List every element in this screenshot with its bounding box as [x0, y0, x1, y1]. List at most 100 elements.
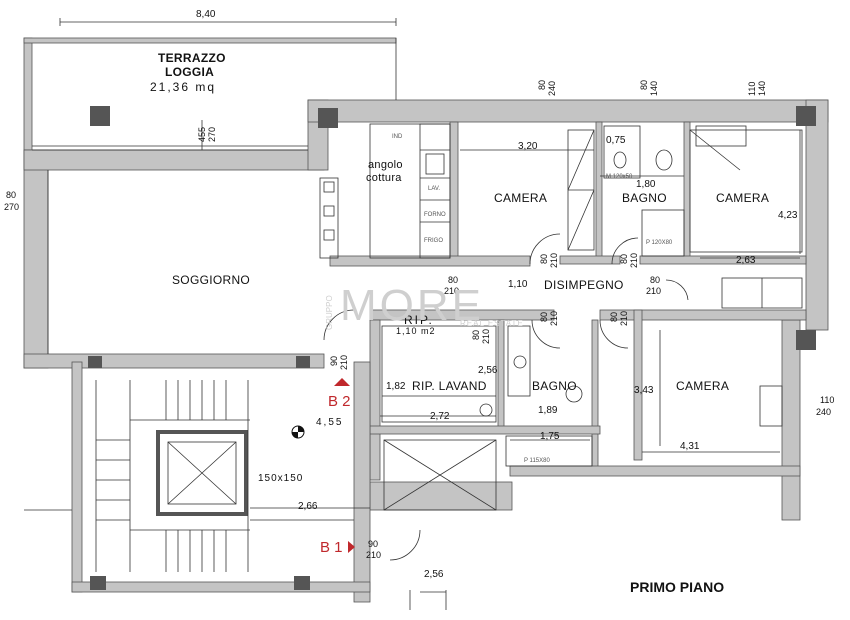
- window-1-w: 80: [537, 79, 547, 90]
- door-g-w: 80: [471, 329, 481, 340]
- dim-320: 3,20: [518, 141, 538, 152]
- door-h-w: 90: [329, 355, 339, 366]
- wall: [71, 361, 83, 593]
- door-i-h: 210: [366, 550, 382, 560]
- pillar: [88, 356, 102, 368]
- floor-title: PRIMO PIANO: [630, 579, 725, 595]
- door-i-w: 90: [368, 539, 379, 549]
- window-5-w: 80: [6, 190, 17, 200]
- door-a-w: 80: [448, 275, 459, 285]
- kitchen-ind: IND: [392, 134, 403, 140]
- living-room-label: SOGGIORNO: [172, 273, 251, 287]
- storage-area: 1,10 m2: [396, 326, 436, 336]
- laundry-label: RIP. LAVAND: [412, 379, 487, 393]
- fixture-p115: P 115X80: [524, 458, 550, 464]
- dim-272: 2,72: [430, 411, 450, 422]
- wall: [23, 149, 49, 369]
- dim-431: 4,31: [680, 441, 700, 452]
- pillar: [796, 106, 816, 126]
- door-f-h: 210: [619, 310, 629, 326]
- dim-266: 2,66: [298, 501, 318, 512]
- wall: [369, 425, 601, 435]
- dim-343: 3,43: [634, 385, 654, 396]
- b1-marker-icon: [348, 541, 355, 553]
- loggia-label: LOGGIA: [165, 65, 215, 79]
- door-b-h: 210: [549, 252, 559, 268]
- kitchen-lav: LAV.: [428, 186, 441, 192]
- terrace-label: TERRAZZO: [158, 51, 226, 65]
- window-2-w: 80: [639, 79, 649, 90]
- window-1-h: 240: [547, 80, 557, 96]
- door-d-h: 210: [646, 286, 662, 296]
- kitchen-forno: FORNO: [424, 212, 446, 218]
- wall: [23, 353, 325, 369]
- window-4-h: 270: [207, 126, 217, 142]
- wall: [633, 309, 643, 461]
- watermark-side: GRUPPO: [325, 295, 334, 330]
- door-e-w: 80: [539, 311, 549, 322]
- wall: [683, 121, 691, 263]
- window-5-h: 270: [4, 202, 20, 212]
- terrace-width: 8,40: [196, 9, 216, 20]
- terrace-area: 21,36 mq: [150, 80, 217, 94]
- hallway-label: DISIMPEGNO: [544, 278, 624, 292]
- dim-256b: 2,56: [424, 569, 444, 580]
- wall: [23, 37, 397, 44]
- storage-label: RIP.: [404, 313, 434, 327]
- wall: [449, 121, 459, 261]
- b1-label: B 1: [320, 539, 343, 556]
- kitchen-frigo: FRIGO: [424, 238, 443, 244]
- wall: [71, 581, 371, 593]
- window-6-w: 110: [820, 395, 835, 405]
- pillar: [90, 106, 110, 126]
- wall: [509, 465, 801, 477]
- wall: [353, 361, 371, 603]
- lift-size: 150x150: [258, 473, 304, 484]
- window-4-w: 455: [197, 126, 207, 142]
- b2-marker-icon: [334, 378, 350, 386]
- bathroom-2-label: BAGNO: [532, 379, 577, 393]
- wall: [497, 319, 505, 431]
- wall: [369, 309, 555, 321]
- kitchen-label-2: cottura: [366, 172, 402, 184]
- pillar: [294, 576, 310, 590]
- wall: [307, 99, 829, 123]
- wall: [369, 319, 381, 481]
- watermark: MORE: [340, 281, 484, 330]
- door-a-h: 210: [444, 286, 460, 296]
- door-b-w: 80: [539, 253, 549, 264]
- bedroom-3-label: CAMERA: [676, 379, 730, 393]
- bedroom-1-label: CAMERA: [494, 191, 548, 205]
- wall: [23, 37, 33, 169]
- dim-075: 0,75: [606, 135, 626, 146]
- wall: [23, 149, 325, 171]
- dim-423: 4,23: [778, 210, 798, 221]
- window-2-h: 140: [649, 80, 659, 96]
- door-f-w: 80: [609, 311, 619, 322]
- pillar: [796, 330, 816, 350]
- level-value: 4,55: [316, 417, 344, 428]
- dim-263: 2,63: [736, 255, 756, 266]
- fixture-p120: P 120X80: [646, 240, 673, 246]
- watermark-sub: REAL ESTATE: [460, 319, 524, 328]
- wall: [805, 99, 829, 331]
- door-g-h: 210: [481, 328, 491, 344]
- bedroom-2-label: CAMERA: [716, 191, 770, 205]
- door-e-h: 210: [549, 310, 559, 326]
- dim-180: 1,80: [636, 179, 656, 190]
- b2-label: B 2: [328, 393, 351, 410]
- wall: [329, 255, 531, 267]
- pillar: [296, 356, 310, 368]
- bathroom-1-label: BAGNO: [622, 191, 667, 205]
- wall: [639, 255, 807, 265]
- window-6-h: 240: [816, 407, 832, 417]
- door-d-w: 80: [650, 275, 661, 285]
- wall: [559, 255, 621, 265]
- dim-175: 1,75: [540, 431, 560, 442]
- wall: [595, 121, 603, 261]
- door-c-w: 80: [619, 253, 629, 264]
- wall: [591, 319, 599, 471]
- window-3-w: 110: [747, 81, 757, 96]
- pillar: [318, 108, 338, 128]
